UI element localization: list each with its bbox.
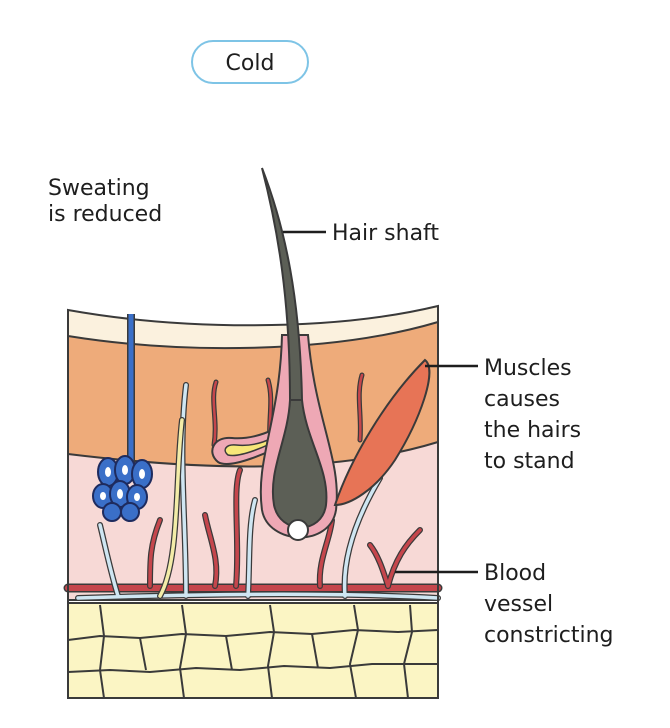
- arrector-pili-muscle: [333, 358, 431, 507]
- nerves: [75, 382, 441, 601]
- skin-cross-section: [63, 167, 443, 699]
- subcutaneous-fat-layer: [67, 602, 439, 699]
- hair-shaft: [261, 167, 304, 401]
- label-blood-vessel: Blood vessel constricting: [484, 561, 614, 648]
- sweat-gland: [92, 314, 153, 522]
- hair-follicle: [259, 334, 338, 541]
- label-hair-shaft: Hair shaft: [332, 221, 439, 246]
- title-text: Cold: [226, 51, 275, 76]
- title-badge: Cold: [191, 40, 309, 84]
- leader-lines: [283, 230, 478, 574]
- blood-vessels: [63, 467, 443, 593]
- title-badge-border: [191, 40, 309, 84]
- label-muscles: Muscles causes the hairs to stand: [484, 356, 588, 474]
- label-sweating: Sweating is reduced: [48, 176, 162, 227]
